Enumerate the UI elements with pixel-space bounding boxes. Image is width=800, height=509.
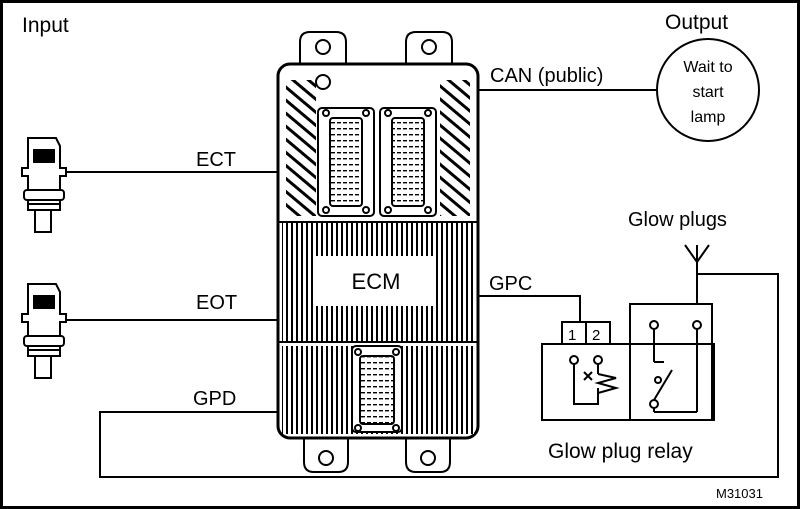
ect-sensor (21, 137, 67, 233)
gpc-wire (478, 295, 581, 322)
ecm-module (276, 31, 480, 473)
input-label: Input (22, 14, 69, 37)
lamp-text-3: lamp (691, 109, 726, 126)
glow-plug-relay-label: Glow plug relay (548, 440, 693, 463)
gpd-label: GPD (193, 388, 236, 410)
eot-sensor (21, 283, 67, 379)
gpd-wire (99, 273, 779, 478)
output-label: Output (665, 11, 728, 34)
relay-pin-1: 1 (568, 327, 576, 344)
glow-plug-symbol (684, 244, 710, 264)
gpc-label: GPC (489, 273, 532, 295)
wait-to-start-lamp: Wait to start lamp (656, 38, 760, 142)
relay-pin-2: 2 (592, 327, 600, 344)
lamp-text-1: Wait to (683, 59, 732, 76)
lamp-text-2: start (692, 84, 724, 101)
glow-plug-relay (541, 303, 715, 421)
eot-label: EOT (196, 292, 237, 314)
can-label: CAN (public) (490, 65, 603, 87)
ecm-label: ECM (352, 269, 401, 294)
wires (66, 89, 779, 478)
glow-plugs-label: Glow plugs (628, 209, 727, 231)
figure-code: M31031 (716, 486, 763, 501)
ect-label: ECT (196, 149, 236, 171)
